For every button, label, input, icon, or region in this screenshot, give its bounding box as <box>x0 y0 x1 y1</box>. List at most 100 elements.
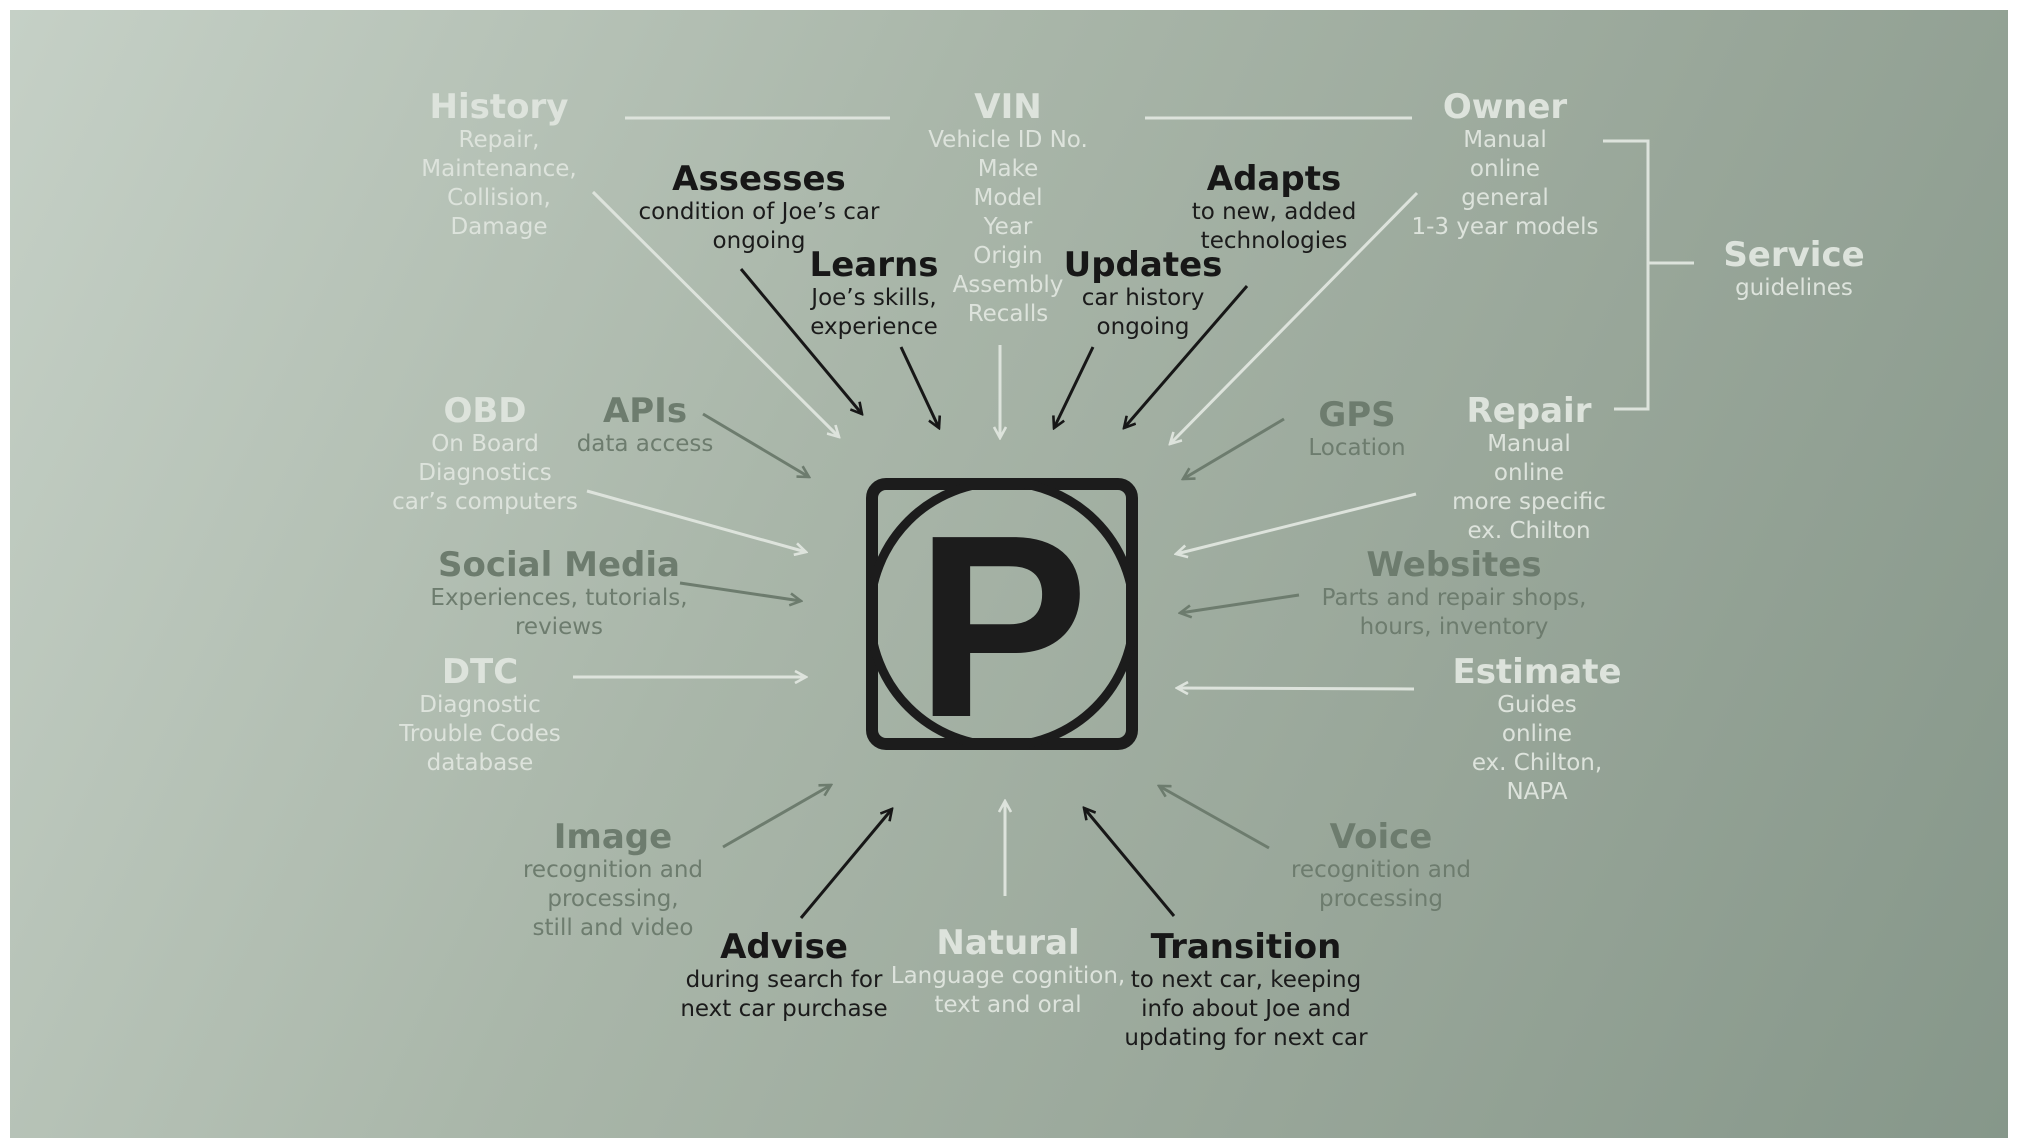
service-bracket <box>1603 139 1694 411</box>
node-vin-line: Recalls <box>967 301 1049 327</box>
node-obd-title: OBD <box>443 391 527 431</box>
node-repair-title: Repair <box>1466 391 1592 431</box>
node-history-line: Maintenance, <box>421 156 577 182</box>
node-obd-line: car’s computers <box>392 489 578 515</box>
node-owner-line: 1-3 year models <box>1411 214 1599 240</box>
node-vin-line: Assembly <box>952 272 1064 298</box>
node-websites-line: Parts and repair shops, <box>1321 585 1587 611</box>
node-learns: Learns Joe’s skills, experience <box>810 246 939 342</box>
node-obd-line: Diagnostics <box>418 460 552 486</box>
node-vin: VIN Vehicle ID No. Make Model Year Origi… <box>928 88 1088 329</box>
apis-arrow <box>702 412 809 477</box>
node-updates-line: car history <box>1081 285 1205 311</box>
adapts-arrow <box>1124 285 1249 428</box>
node-repair-line: ex. Chilton <box>1467 518 1591 544</box>
node-estimate-line: Guides <box>1497 692 1577 718</box>
node-repair-line: Manual <box>1487 431 1571 457</box>
node-owner-line: online <box>1469 156 1541 182</box>
updates-arrow <box>1054 346 1095 428</box>
node-advise-line: next car purchase <box>680 996 888 1022</box>
node-estimate-line: online <box>1501 721 1573 747</box>
node-transition-line: updating for next car <box>1124 1025 1368 1051</box>
node-learns-line: Joe’s skills, <box>811 285 937 311</box>
connector-layer <box>573 116 1694 919</box>
node-transition-title: Transition <box>1150 927 1342 967</box>
p-logo-icon: P <box>866 478 1138 750</box>
gps-arrow <box>1183 417 1285 479</box>
node-vin-line: Year <box>983 214 1033 240</box>
node-image-line: processing, <box>547 886 679 912</box>
node-natural-line: Language cognition, <box>890 963 1126 989</box>
node-repair: Repair Manual online more specific ex. C… <box>1452 392 1606 546</box>
node-owner-line: general <box>1461 185 1549 211</box>
node-owner-title: Owner <box>1442 87 1568 127</box>
node-obd: OBD On Board Diagnostics car’s computers <box>392 392 578 517</box>
node-vin-title: VIN <box>974 87 1042 127</box>
node-dtc-line: database <box>426 750 534 776</box>
node-advise: Advise during search for next car purcha… <box>680 928 887 1024</box>
node-estimate: Estimate Guides online ex. Chilton, NAPA <box>1452 653 1621 807</box>
node-gps: GPS Location <box>1308 396 1405 463</box>
voice-arrow <box>1159 786 1270 850</box>
node-obd-line: On Board <box>431 431 539 457</box>
node-gps-title: GPS <box>1318 395 1396 435</box>
node-dtc: DTC Diagnostic Trouble Codes database <box>399 653 561 778</box>
node-image-line: still and video <box>532 915 694 941</box>
node-image-line: recognition and <box>522 857 704 883</box>
node-repair-line: more specific <box>1452 489 1606 515</box>
node-estimate-line: NAPA <box>1506 779 1568 805</box>
node-websites-title: Websites <box>1366 545 1542 585</box>
estimate-arrow <box>1177 688 1415 689</box>
node-vin-line: Vehicle ID No. <box>928 127 1088 153</box>
node-dtc-line: Diagnostic <box>419 692 541 718</box>
node-voice-line: processing <box>1319 886 1443 912</box>
node-gps-line: Location <box>1308 435 1406 461</box>
node-estimate-line: ex. Chilton, <box>1471 750 1603 776</box>
node-advise-title: Advise <box>720 927 848 967</box>
node-apis-line: data access <box>576 431 714 457</box>
node-dtc-line: Trouble Codes <box>399 721 561 747</box>
node-image-title: Image <box>553 817 673 857</box>
node-vin-line: Origin <box>973 243 1043 269</box>
node-social-media: Social Media Experiences, tutorials, rev… <box>430 546 687 642</box>
node-owner: Owner Manual online general 1-3 year mod… <box>1411 88 1598 242</box>
node-apis: APIs data access <box>577 392 714 459</box>
node-assesses-line: condition of Joe’s car <box>638 199 880 225</box>
node-advise-line: during search for <box>685 967 883 993</box>
learns-arrow <box>899 346 939 428</box>
history-arrow <box>591 190 839 437</box>
node-adapts: Adapts to new, added technologies <box>1192 160 1357 256</box>
node-voice-title: Voice <box>1329 817 1433 857</box>
node-websites: Websites Parts and repair shops, hours, … <box>1322 546 1587 642</box>
node-learns-line: experience <box>810 314 938 340</box>
assesses-arrow <box>739 268 862 414</box>
logo-letter: P <box>915 482 1088 750</box>
node-social-media-title: Social Media <box>438 545 680 585</box>
node-adapts-line: technologies <box>1200 228 1348 254</box>
node-history-title: History <box>429 87 569 127</box>
node-history-line: Damage <box>450 214 548 240</box>
node-voice-line: recognition and <box>1290 857 1472 883</box>
node-repair-line: online <box>1493 460 1565 486</box>
node-adapts-title: Adapts <box>1206 159 1342 199</box>
node-vin-line: Make <box>977 156 1039 182</box>
node-voice: Voice recognition and processing <box>1291 818 1471 914</box>
node-social-media-line: reviews <box>514 614 604 640</box>
node-dtc-title: DTC <box>441 652 519 692</box>
repair-arrow <box>1176 492 1417 554</box>
node-service: Service guidelines <box>1723 236 1864 303</box>
node-owner-line: Manual <box>1463 127 1547 153</box>
node-updates-line: ongoing <box>1096 314 1190 340</box>
node-estimate-title: Estimate <box>1452 652 1622 692</box>
owner-arrow <box>1170 191 1419 444</box>
node-updates: Updates car history ongoing <box>1064 246 1223 342</box>
image-arrow <box>722 785 831 849</box>
node-natural-line: text and oral <box>934 992 1082 1018</box>
node-service-title: Service <box>1723 235 1865 275</box>
advise-arrow <box>799 809 892 919</box>
node-assesses-title: Assesses <box>672 159 846 199</box>
node-apis-title: APIs <box>602 391 688 431</box>
node-service-line: guidelines <box>1735 275 1853 301</box>
websites-arrow <box>1180 593 1300 613</box>
node-natural-title: Natural <box>936 923 1080 963</box>
